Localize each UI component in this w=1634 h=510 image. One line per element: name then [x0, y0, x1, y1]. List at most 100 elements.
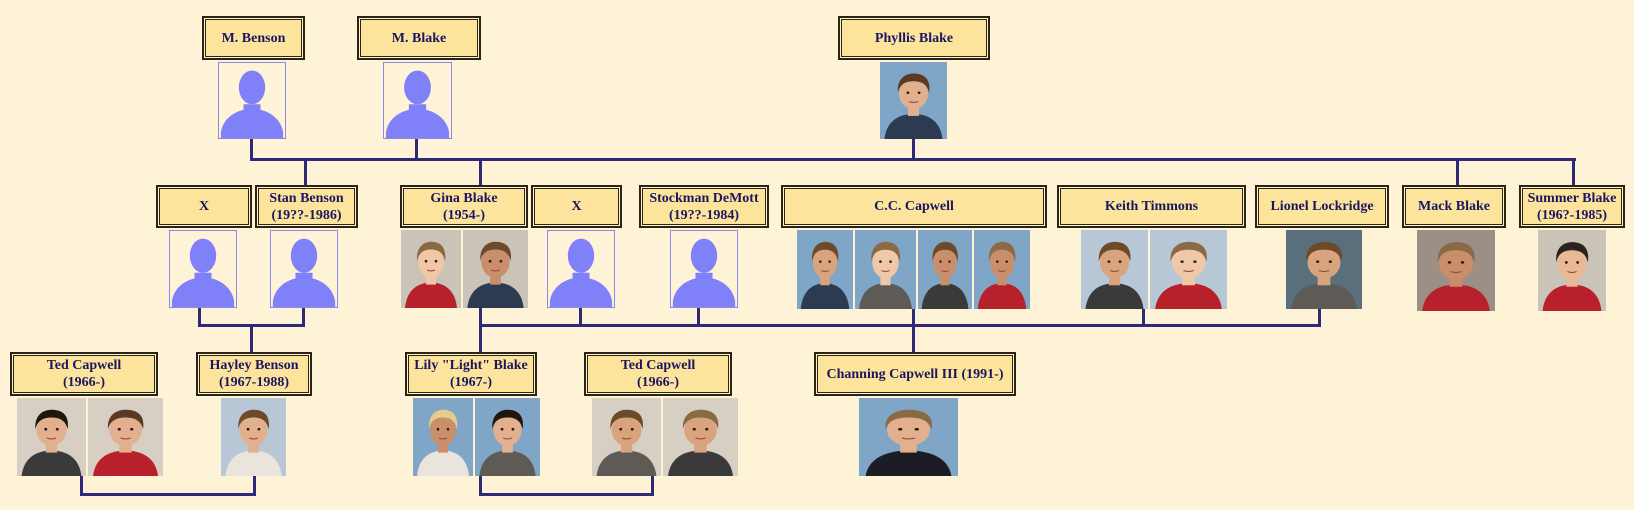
- portrait-photo: [918, 230, 972, 309]
- person-photos: [1081, 230, 1227, 309]
- person-dates: (1967-1988): [219, 375, 289, 390]
- person-name: C.C. Capwell: [874, 199, 954, 214]
- person-name-box[interactable]: Keith Timmons: [1057, 185, 1246, 228]
- connector-line: [415, 138, 418, 161]
- person-name-box[interactable]: Mack Blake: [1402, 185, 1506, 228]
- person-dates: (196?-1985): [1537, 207, 1607, 223]
- person-photos: [17, 398, 163, 476]
- portrait-photo: [401, 230, 461, 308]
- person-name: Ted Capwell: [46, 358, 122, 373]
- connector-line: [250, 158, 1576, 161]
- person-dates: (19??-1986): [271, 207, 342, 223]
- person-name-box[interactable]: Gina Blake(1954-): [400, 185, 528, 228]
- person-photos: [221, 398, 286, 476]
- person-photos: [859, 398, 958, 476]
- portrait-photo: [592, 398, 661, 476]
- portrait-photo: [1150, 230, 1227, 309]
- person-dates: (19??-1984): [669, 207, 739, 223]
- person-photos: [1286, 230, 1362, 309]
- portrait-photo: [880, 62, 947, 139]
- portrait-photo: [663, 398, 738, 476]
- portrait-photo: [855, 230, 916, 309]
- person-name: Hayley Benson: [209, 358, 299, 373]
- connector-line: [479, 158, 482, 187]
- connector-line: [479, 493, 654, 496]
- connector-line: [1572, 158, 1575, 187]
- connector-line: [302, 307, 305, 327]
- portrait-photo: [1286, 230, 1362, 309]
- person-name: Lionel Lockridge: [1270, 199, 1374, 214]
- portrait-photo: [1417, 230, 1495, 311]
- silhouette-placeholder-icon: [547, 230, 615, 308]
- portrait-photo: [1081, 230, 1148, 309]
- connector-line: [479, 307, 482, 356]
- person-name-box[interactable]: X: [531, 185, 622, 228]
- connector-line: [1456, 158, 1459, 187]
- portrait-photo: [797, 230, 853, 309]
- person-name: Mack Blake: [1418, 199, 1490, 214]
- person-dates: (1966-): [63, 375, 105, 390]
- portrait-photo: [1538, 230, 1606, 311]
- connector-line: [479, 476, 482, 496]
- person-name-box[interactable]: Lionel Lockridge: [1255, 185, 1389, 228]
- portrait-photo: [475, 398, 540, 476]
- person-dates: (1966-): [637, 375, 679, 390]
- person-name-box[interactable]: M. Blake: [357, 16, 481, 60]
- connector-line: [250, 138, 253, 161]
- portrait-photo: [221, 398, 286, 476]
- person-name-box[interactable]: Ted Capwell (1966-): [584, 352, 732, 396]
- silhouette-placeholder-icon: [270, 230, 338, 308]
- person-name-box[interactable]: Stan Benson(19??-1986): [255, 185, 358, 228]
- connector-line: [198, 307, 201, 327]
- silhouette-placeholder-icon: [670, 230, 738, 308]
- person-name: M. Blake: [391, 30, 447, 46]
- person-name: X: [571, 199, 582, 214]
- person-name: Stockman DeMott: [649, 190, 759, 206]
- person-photos: [592, 398, 738, 476]
- portrait-photo: [88, 398, 163, 476]
- connector-line: [912, 307, 915, 354]
- person-name-box[interactable]: X: [156, 185, 252, 228]
- connector-line: [912, 138, 915, 161]
- silhouette-placeholder-icon: [169, 230, 237, 308]
- person-photos: [1538, 230, 1606, 311]
- connector-line: [579, 307, 582, 327]
- person-name-box[interactable]: Channing Capwell III (1991-): [814, 352, 1016, 396]
- person-name-box[interactable]: Hayley Benson (1967-1988): [196, 352, 312, 396]
- person-name-box[interactable]: Stockman DeMott(19??-1984): [639, 185, 769, 228]
- person-photos: [401, 230, 528, 308]
- person-name: X: [198, 199, 210, 214]
- person-name: Summer Blake: [1527, 190, 1617, 206]
- person-dates: (1954-): [443, 207, 485, 223]
- portrait-photo: [859, 398, 958, 476]
- person-name-box[interactable]: Phyllis Blake: [838, 16, 990, 60]
- portrait-photo: [17, 398, 86, 476]
- person-name: Lily "Light" Blake: [414, 358, 528, 373]
- person-name-box[interactable]: C.C. Capwell: [781, 185, 1047, 228]
- connector-line: [651, 476, 654, 496]
- connector-line: [80, 476, 83, 496]
- connector-line: [1142, 307, 1145, 327]
- person-name-box[interactable]: Summer Blake(196?-1985): [1519, 185, 1625, 228]
- person-photos: [797, 230, 1030, 309]
- connector-line: [304, 158, 307, 187]
- person-dates: (1967-): [450, 375, 492, 390]
- person-name: Gina Blake: [430, 190, 498, 206]
- portrait-photo: [413, 398, 473, 476]
- person-name-box[interactable]: Lily "Light" Blake (1967-): [405, 352, 537, 396]
- person-name: Ted Capwell: [620, 358, 696, 373]
- silhouette-placeholder-icon: [218, 62, 286, 139]
- connector-line: [1318, 307, 1321, 327]
- portrait-photo: [974, 230, 1030, 309]
- connector-line: [253, 476, 256, 496]
- connector-line: [80, 493, 256, 496]
- person-name-box[interactable]: M. Benson: [202, 16, 305, 60]
- person-name-box[interactable]: Ted Capwell (1966-): [10, 352, 158, 396]
- person-photos: [880, 62, 947, 139]
- person-name: Keith Timmons: [1104, 199, 1199, 214]
- person-name: M. Benson: [221, 30, 286, 46]
- person-name: Channing Capwell III (1991-): [826, 366, 1004, 382]
- connector-line: [697, 307, 700, 327]
- silhouette-placeholder-icon: [383, 62, 452, 139]
- connector-line: [250, 324, 253, 354]
